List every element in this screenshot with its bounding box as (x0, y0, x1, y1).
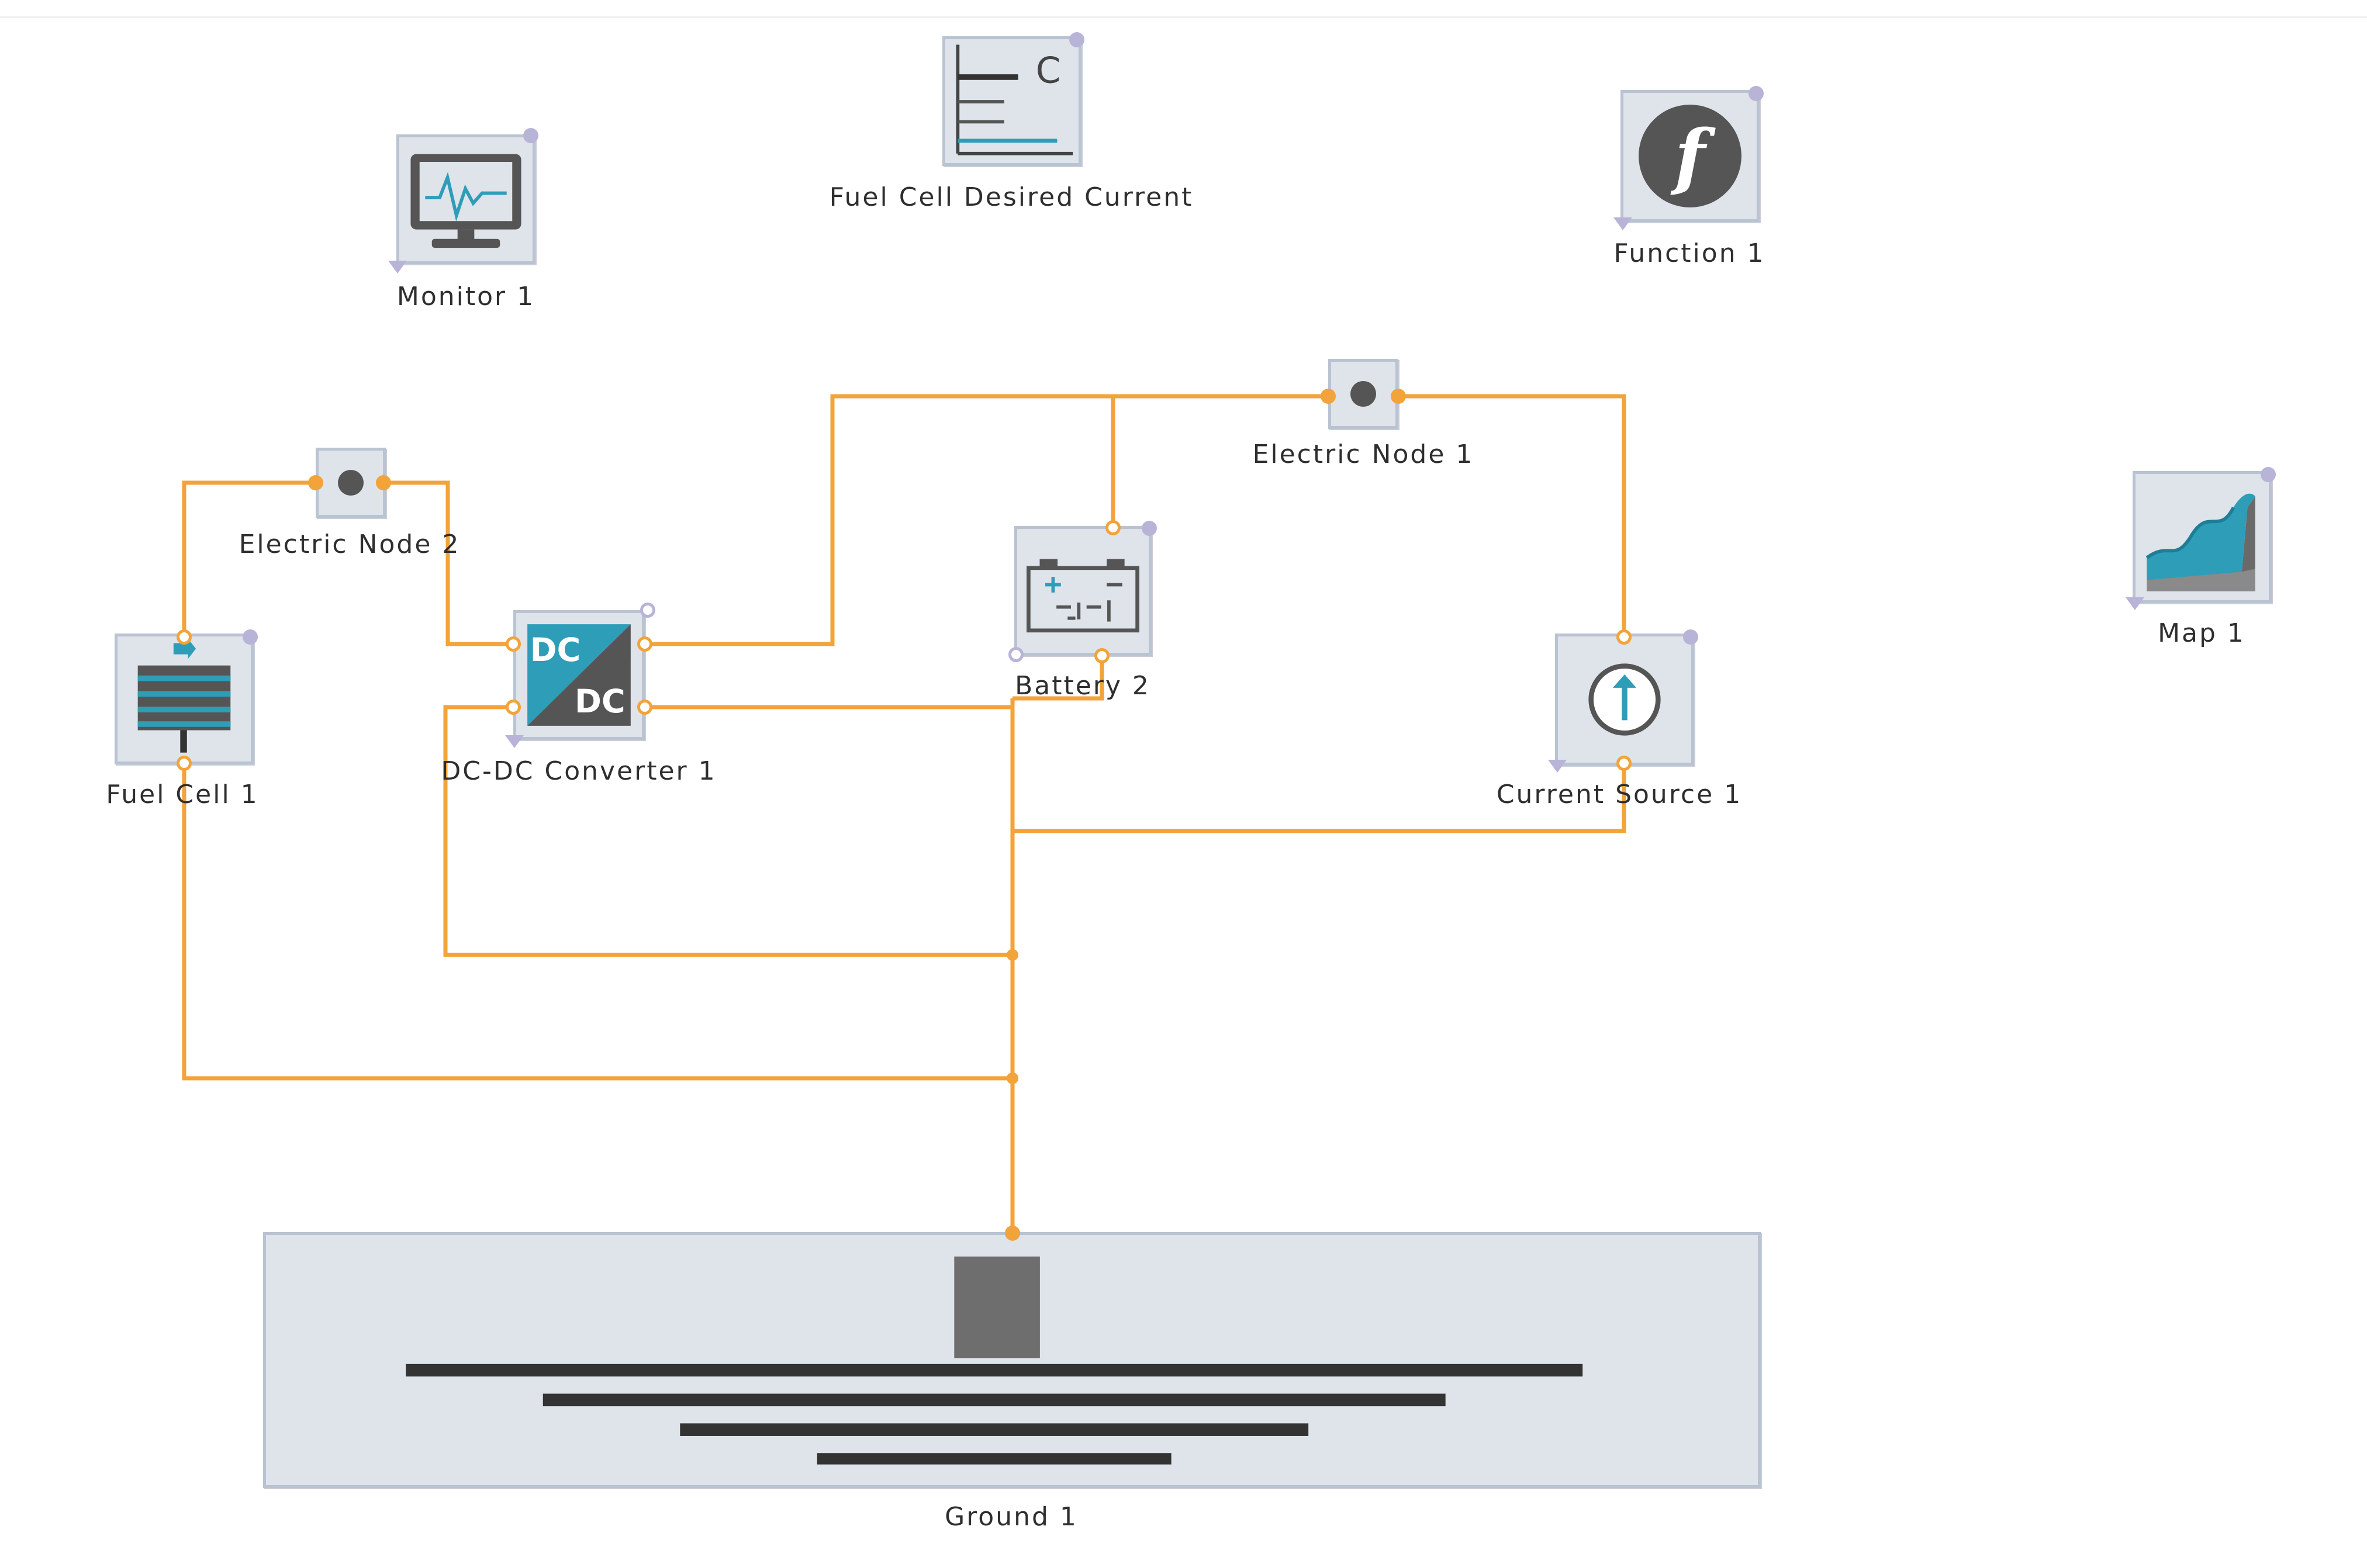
signal-table-icon: C (956, 44, 1073, 155)
ground-port[interactable] (1005, 1226, 1020, 1241)
fuelcell-signal-port[interactable] (243, 629, 258, 645)
ground-block[interactable] (263, 1232, 1761, 1488)
node-dot-icon (1350, 381, 1376, 407)
current-source-icon (1588, 663, 1661, 736)
wire-fuelcell-minus (182, 763, 1013, 1081)
wire-node2-dcdc (383, 480, 513, 646)
currentsource-signal-port[interactable] (1683, 629, 1698, 645)
monitor-icon (410, 154, 521, 248)
current-source-label: Current Source 1 (1496, 780, 1743, 809)
dcdc-top-text: DC (530, 632, 581, 669)
node1-port-left[interactable] (1321, 389, 1336, 404)
wire-node2-fuelcell (182, 480, 316, 637)
dcdc-port-in-plus[interactable] (506, 636, 521, 652)
battery-port-plus[interactable] (1105, 520, 1121, 535)
node-dot-icon (338, 470, 364, 496)
node2-port-right[interactable] (376, 475, 391, 490)
currentsource-signal-input[interactable] (1548, 760, 1567, 773)
monitor-label: Monitor 1 (396, 282, 535, 311)
map-block[interactable] (2133, 471, 2272, 603)
svg-text:C: C (1036, 50, 1061, 91)
wire-battery-minus (1013, 656, 1104, 701)
dc-dc-converter-icon: DC DC (527, 624, 631, 726)
function-block[interactable]: f (1620, 90, 1760, 222)
dcdc-converter-block[interactable]: DC DC (513, 610, 645, 740)
map-surface-icon (2145, 493, 2255, 591)
function-label: Function 1 (1613, 238, 1765, 268)
function-icon: f (1639, 105, 1741, 207)
map-label: Map 1 (2158, 618, 2245, 648)
map-signal-port[interactable] (2261, 467, 2276, 482)
monitor-signal-port[interactable] (523, 128, 538, 143)
dcdc-port-out-plus[interactable] (637, 636, 652, 652)
wire-dcdc-node1 (645, 394, 1328, 646)
fuel-cell-block[interactable] (115, 634, 254, 764)
fuel-cell-icon (137, 638, 231, 753)
battery-thermal-port[interactable] (1008, 647, 1024, 662)
dcdc-signal-input[interactable] (505, 735, 524, 748)
monitor-block[interactable] (396, 134, 535, 264)
monitor-signal-input[interactable] (388, 261, 407, 274)
battery-icon (1027, 559, 1139, 633)
ground-label: Ground 1 (945, 1502, 1078, 1532)
desired-current-signal-port[interactable] (1069, 32, 1084, 47)
node1-port-right[interactable] (1391, 389, 1406, 404)
node2-port-left[interactable] (308, 475, 323, 490)
fuelcell-port-plus[interactable] (177, 629, 192, 645)
canvas-top-border (0, 0, 2367, 18)
fuel-cell-label: Fuel Cell 1 (106, 780, 259, 809)
wire-currentsource-minus (1013, 763, 1626, 833)
dcdc-bottom-text: DC (575, 683, 626, 721)
battery-signal-port[interactable] (1142, 521, 1157, 536)
wire-node1-currentsource (1398, 394, 1626, 637)
electric-node-1-label: Electric Node 1 (1252, 439, 1474, 469)
battery-label: Battery 2 (1015, 671, 1150, 701)
battery-port-minus[interactable] (1094, 648, 1110, 663)
current-source-block[interactable] (1555, 634, 1694, 766)
electric-node-2-block[interactable] (316, 448, 386, 518)
electric-node-1-block[interactable] (1328, 359, 1398, 429)
desired-current-block[interactable]: C (942, 36, 1081, 166)
ground-icon (406, 1257, 1583, 1465)
dcdc-port-in-minus[interactable] (506, 700, 521, 715)
currentsource-port-plus[interactable] (1616, 629, 1632, 645)
battery-block[interactable] (1014, 526, 1152, 656)
fuelcell-port-minus[interactable] (177, 756, 192, 771)
map-signal-input[interactable] (2126, 597, 2144, 610)
dcdc-converter-label: DC-DC Converter 1 (441, 756, 717, 786)
wire-dcdc-minus-in (443, 705, 1013, 957)
function-signal-port[interactable] (1749, 86, 1764, 101)
desired-current-label: Fuel Cell Desired Current (829, 182, 1194, 212)
dcdc-port-out-minus[interactable] (637, 700, 652, 715)
currentsource-port-minus[interactable] (1616, 756, 1632, 771)
dcdc-thermal-port[interactable] (640, 603, 655, 618)
function-signal-input[interactable] (1613, 217, 1632, 230)
electric-node-2-label: Electric Node 2 (239, 529, 461, 559)
